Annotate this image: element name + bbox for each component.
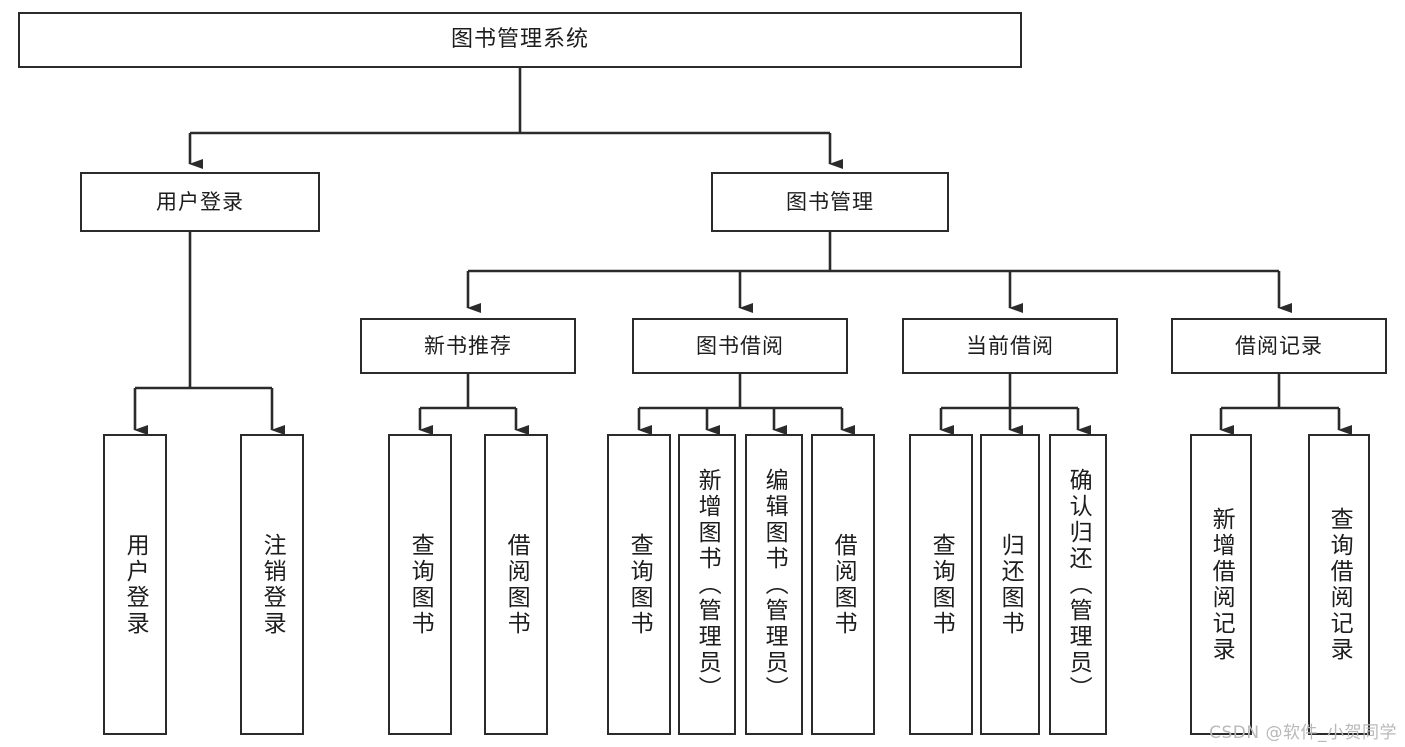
node-leaf-add-record[interactable]: 新增借阅记录 [1190,434,1252,735]
node-leaf-return-book-label: 归还图书 [997,532,1024,637]
node-leaf-query-book-2[interactable]: 查询图书 [607,434,671,735]
node-book-manage[interactable]: 图书管理 [711,172,949,232]
node-root[interactable]: 图书管理系统 [18,12,1022,68]
node-leaf-logout-label: 注销登录 [259,532,286,637]
node-leaf-query-record-label: 查询借阅记录 [1326,506,1353,663]
node-leaf-query-book-3-label: 查询图书 [928,532,955,637]
node-leaf-return-book[interactable]: 归还图书 [980,434,1040,735]
node-leaf-borrow-book-1-label: 借阅图书 [503,532,530,637]
node-leaf-user-login[interactable]: 用户登录 [103,434,167,735]
node-leaf-query-book-2-label: 查询图书 [626,532,653,637]
node-leaf-query-record[interactable]: 查询借阅记录 [1308,434,1370,735]
node-user-login-label: 用户登录 [156,189,244,214]
node-leaf-confirm-return[interactable]: 确认归还（管理员） [1049,434,1107,735]
node-leaf-add-record-label: 新增借阅记录 [1208,506,1235,663]
node-book-manage-label: 图书管理 [786,189,874,214]
node-current-borrow[interactable]: 当前借阅 [902,318,1118,374]
node-root-label: 图书管理系统 [450,27,589,53]
node-leaf-add-book[interactable]: 新增图书（管理员） [678,434,736,735]
node-leaf-confirm-return-label: 确认归还（管理员） [1065,467,1092,702]
node-book-borrow-label: 图书借阅 [696,333,784,358]
node-borrow-record[interactable]: 借阅记录 [1171,318,1387,374]
node-leaf-borrow-book-2-label: 借阅图书 [830,532,857,637]
node-leaf-edit-book-label: 编辑图书（管理员） [761,467,788,702]
node-current-borrow-label: 当前借阅 [966,333,1054,358]
node-leaf-edit-book[interactable]: 编辑图书（管理员） [745,434,803,735]
node-new-book-rec[interactable]: 新书推荐 [360,318,576,374]
node-leaf-borrow-book-2[interactable]: 借阅图书 [811,434,875,735]
node-leaf-logout[interactable]: 注销登录 [240,434,304,735]
node-leaf-query-book-3[interactable]: 查询图书 [909,434,973,735]
node-book-borrow[interactable]: 图书借阅 [632,318,848,374]
node-leaf-add-book-label: 新增图书（管理员） [694,467,721,702]
node-leaf-query-book-1-label: 查询图书 [407,532,434,637]
node-leaf-user-login-label: 用户登录 [122,532,149,637]
node-new-book-rec-label: 新书推荐 [424,333,512,358]
node-leaf-borrow-book-1[interactable]: 借阅图书 [484,434,548,735]
node-user-login[interactable]: 用户登录 [80,172,320,232]
node-leaf-query-book-1[interactable]: 查询图书 [388,434,452,735]
csdn-watermark: CSDN @软件_小贺同学 [1209,723,1397,743]
node-borrow-record-label: 借阅记录 [1235,333,1323,358]
